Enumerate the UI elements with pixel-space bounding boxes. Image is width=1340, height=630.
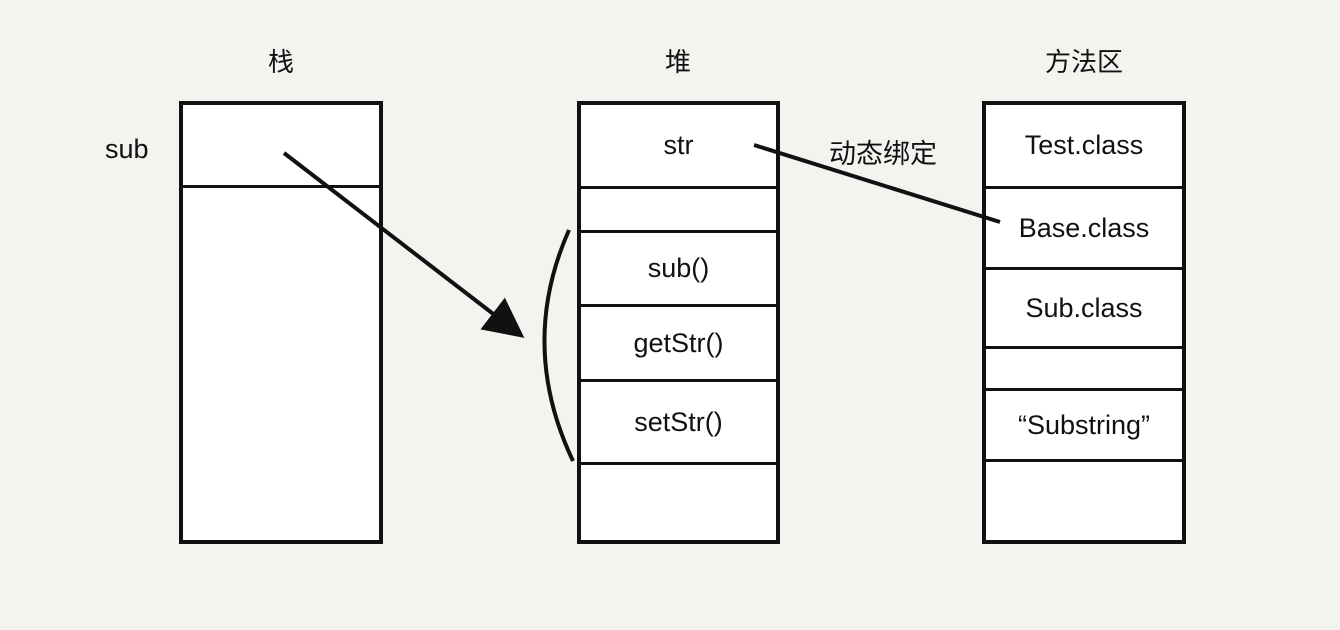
dynamic-binding-label: 动态绑定: [829, 139, 937, 169]
heap-cell-empty-2: [581, 462, 776, 540]
methods-bracket: [542, 229, 575, 462]
method-area-box: Test.class Base.class Sub.class “Substri…: [982, 101, 1186, 544]
method-area-cell-sub-class: Sub.class: [986, 267, 1182, 346]
heap-box: str sub() getStr() setStr(): [577, 101, 780, 544]
heap-cell-sub-method: sub(): [581, 230, 776, 304]
method-area-cell-test-class: Test.class: [1024, 130, 1144, 160]
stack-var-label: sub: [105, 134, 149, 164]
heap-cell-setstr-method: setStr(): [581, 379, 776, 462]
method-area-cell-empty-2: [986, 459, 1182, 540]
stack-cell-rest: [183, 185, 379, 540]
heap-cell-str: str: [663, 130, 694, 160]
heap-cell-getstr-method: getStr(): [581, 304, 776, 379]
stack-box: [179, 101, 383, 544]
heap-cell-empty-1: [581, 186, 776, 230]
stack-cell-sub: [183, 105, 379, 185]
stack-title: 栈: [267, 47, 294, 77]
method-area-cell-substring-literal: “Substring”: [986, 388, 1182, 459]
method-area-cell-empty-1: [986, 346, 1182, 388]
method-area-cell-base-class: Base.class: [986, 186, 1182, 267]
heap-title: 堆: [664, 47, 691, 77]
method-area-title: 方法区: [1044, 47, 1123, 77]
